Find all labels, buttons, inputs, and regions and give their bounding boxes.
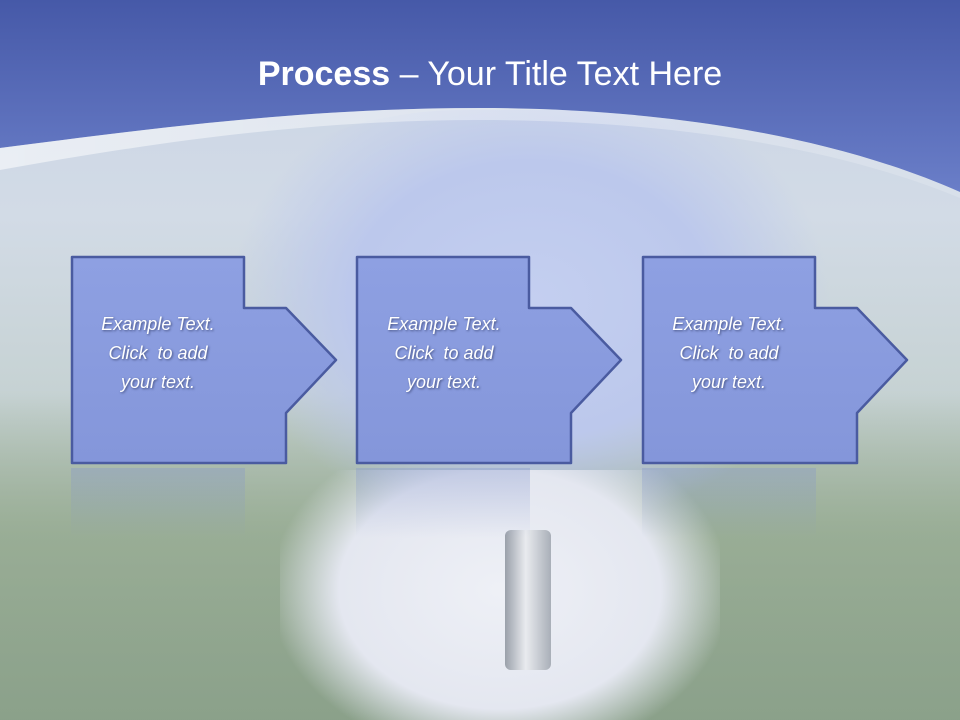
step-1-line-3: your text. [120,372,196,392]
step-3-line-2: Click to add [679,343,779,363]
header-band [0,0,960,198]
title-bold: Process [257,55,391,93]
step-3-text[interactable]: Example Text. Click to add your text. [643,310,815,397]
step-2-reflection [356,468,530,538]
step-2-text[interactable]: Example Text. Click to add your text. [358,310,530,397]
step-3-line-3: your text. [691,372,767,392]
step-1-shape[interactable] [70,255,338,465]
step-2-shape[interactable] [355,255,623,465]
step-3-line-1: Example Text. [672,314,786,334]
step-1-text[interactable]: Example Text. Click to add your text. [72,310,244,397]
step-2-line-3: your text. [406,372,482,392]
slide-title[interactable]: Process – Your Title Text Here [0,52,960,96]
step-3-shape[interactable] [641,255,909,465]
step-3-reflection [642,468,816,538]
background-bike-stem [505,530,551,670]
step-1-line-1: Example Text. [101,314,215,334]
background-person-shorts [280,470,720,720]
step-1-reflection [71,468,245,538]
step-2-line-2: Click to add [394,343,494,363]
step-1-line-2: Click to add [108,343,208,363]
step-2-line-1: Example Text. [387,314,501,334]
title-rest: – Your Title Text Here [390,55,723,93]
